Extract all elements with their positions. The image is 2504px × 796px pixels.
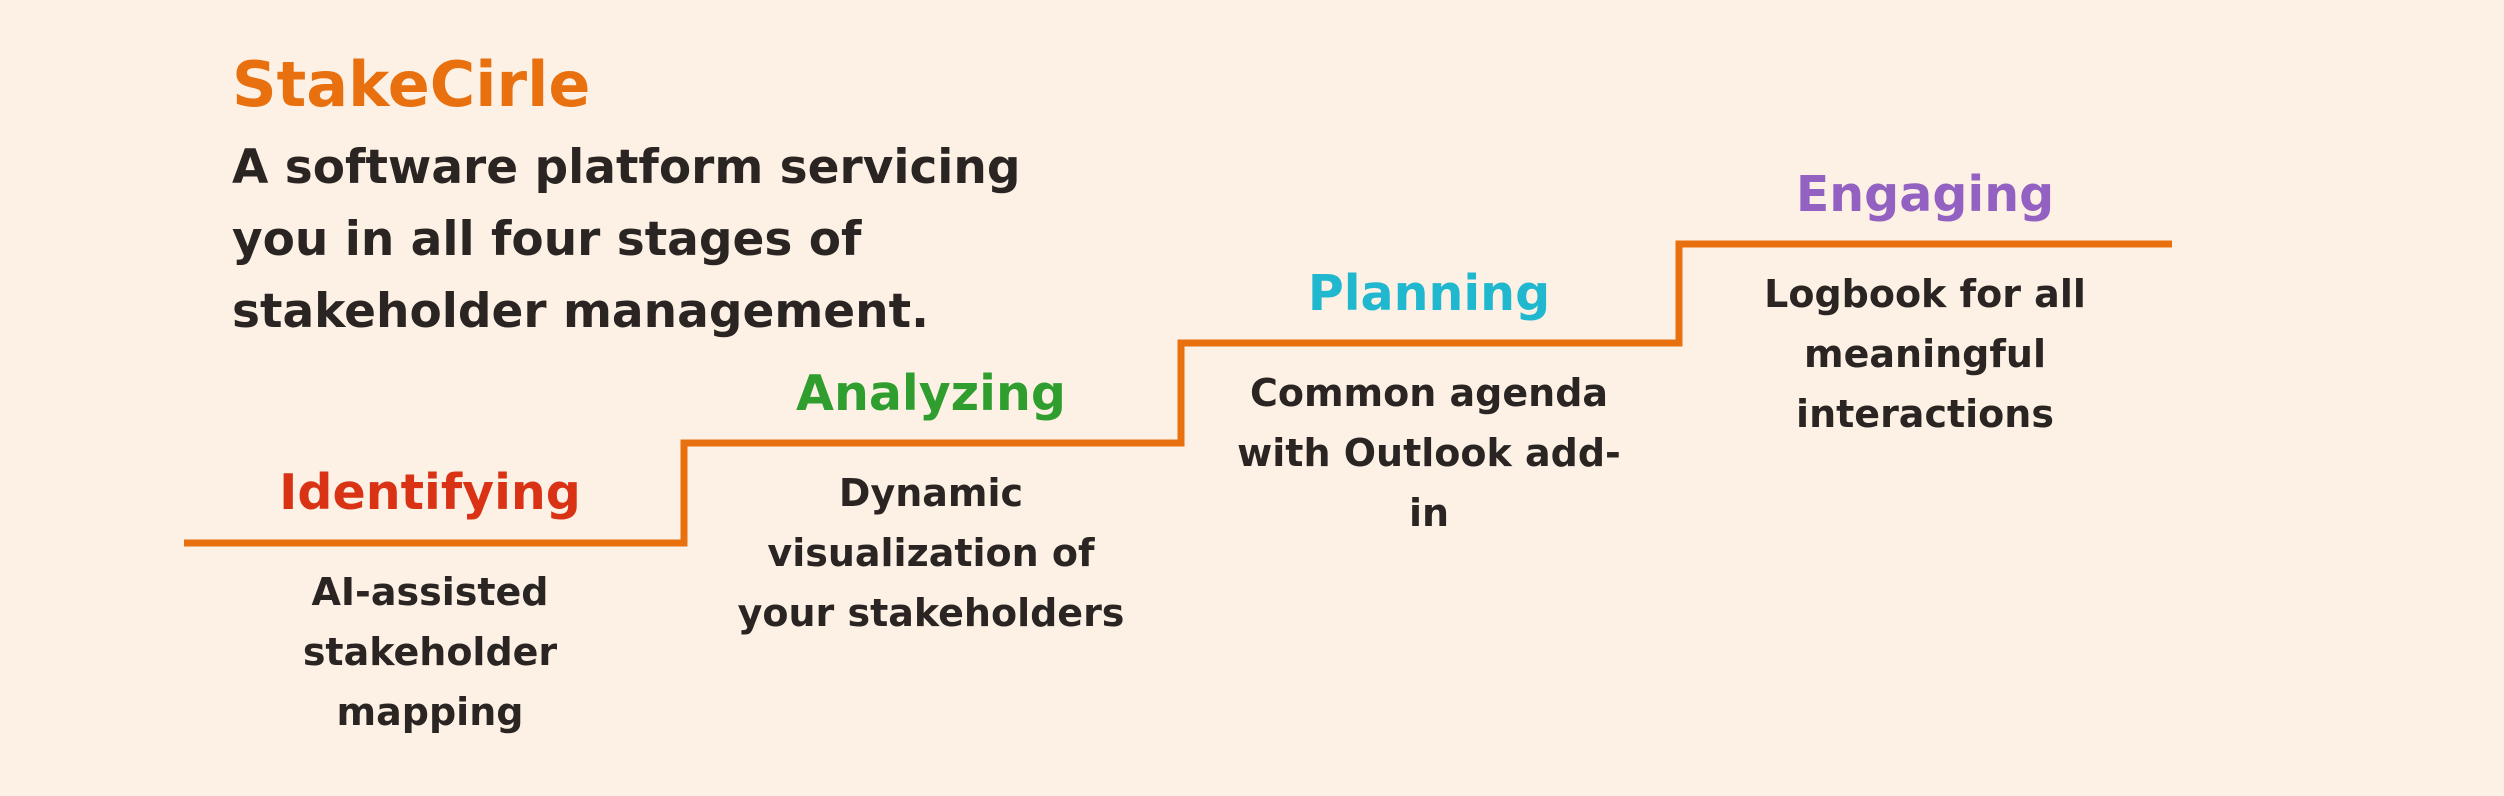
stage-title-engaging: Engaging — [1795, 166, 2055, 223]
stage-title-identifying: Identifying — [279, 464, 581, 521]
stage-description-identifying: AI-assisted stakeholder mapping — [302, 570, 558, 734]
stage-title-planning: Planning — [1307, 265, 1551, 322]
stage-title-analyzing: Analyzing — [796, 365, 1066, 422]
brand-name: StakeCirle — [232, 48, 591, 121]
stage-description-engaging: Logbook for all meaningful interactions — [1764, 272, 2086, 436]
tagline: A software platform servicing you in all… — [232, 140, 1021, 339]
stage-description-analyzing: Dynamic visualization of your stakeholde… — [737, 471, 1125, 635]
staircase-line — [184, 240, 2172, 547]
stage-description-planning: Common agenda with Outlook add-in — [1237, 371, 1621, 535]
